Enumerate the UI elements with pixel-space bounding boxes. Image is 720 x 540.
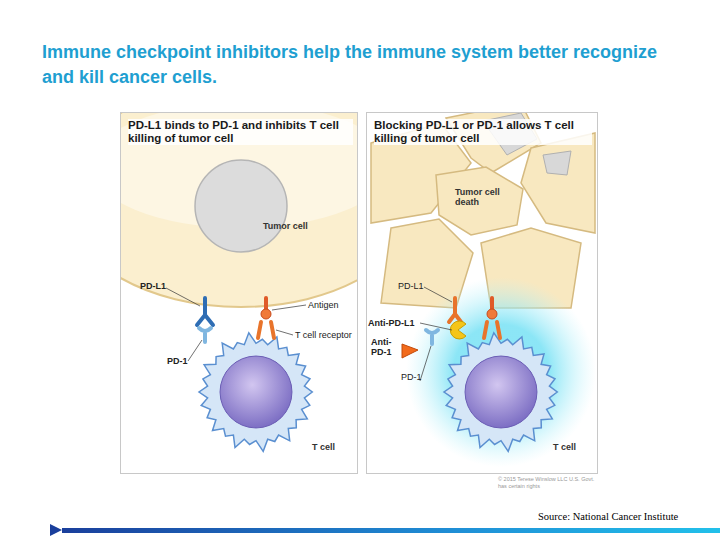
source-note: Source: National Cancer Institute — [538, 511, 718, 523]
bar-arrow — [50, 524, 62, 536]
nucleus-fragment — [483, 113, 537, 155]
drug-label: Anti-PD-1 — [371, 337, 399, 357]
protein-label: PD-1 — [401, 372, 431, 382]
protein-label: T cell receptor — [295, 330, 357, 340]
copyright-note: © 2015 Terese Winslow LLC U.S. Govt. has… — [498, 476, 598, 490]
protein-label: PD-L1 — [398, 281, 438, 291]
panel-heading: Blocking PD-L1 or PD-1 allows T cell kil… — [374, 119, 592, 145]
tumor-membrane — [120, 112, 358, 307]
t-cell: T cell — [431, 325, 571, 455]
panel-heading: PD-L1 binds to PD-1 and inhibits T cell … — [128, 119, 353, 145]
t-cell-membrane — [199, 333, 312, 452]
panel: Blocking PD-L1 or PD-1 allows T cell kil… — [366, 112, 598, 474]
cell-label: Tumor cell death — [455, 187, 511, 207]
t-cell-membrane — [444, 333, 557, 452]
node-outline — [186, 325, 326, 455]
protein-label: Antigen — [308, 300, 353, 310]
protein-label: PD-1 — [167, 356, 197, 366]
nucleus-fragment — [543, 151, 571, 175]
node-outline — [431, 325, 571, 455]
drug-label: Anti-PD-L1 — [368, 318, 423, 328]
t-cell: T cell — [186, 325, 326, 455]
tumor-nucleus — [195, 160, 287, 252]
cell-fragment — [521, 133, 595, 233]
cell-label: T cell — [553, 442, 593, 452]
t-cell-nucleus — [465, 356, 537, 428]
protein-label: PD-L1 — [140, 281, 180, 291]
cell-label: T cell — [312, 442, 352, 452]
t-cell-nucleus — [220, 356, 292, 428]
slide-title: Immune checkpoint inhibitors help the im… — [42, 40, 692, 90]
cell-label: Tumor cell — [263, 221, 333, 231]
activation-glow — [406, 277, 596, 467]
panel: PD-L1 binds to PD-1 and inhibits T cell … — [120, 112, 358, 474]
bottom-bar — [62, 528, 720, 533]
cell-fragment — [436, 167, 523, 235]
